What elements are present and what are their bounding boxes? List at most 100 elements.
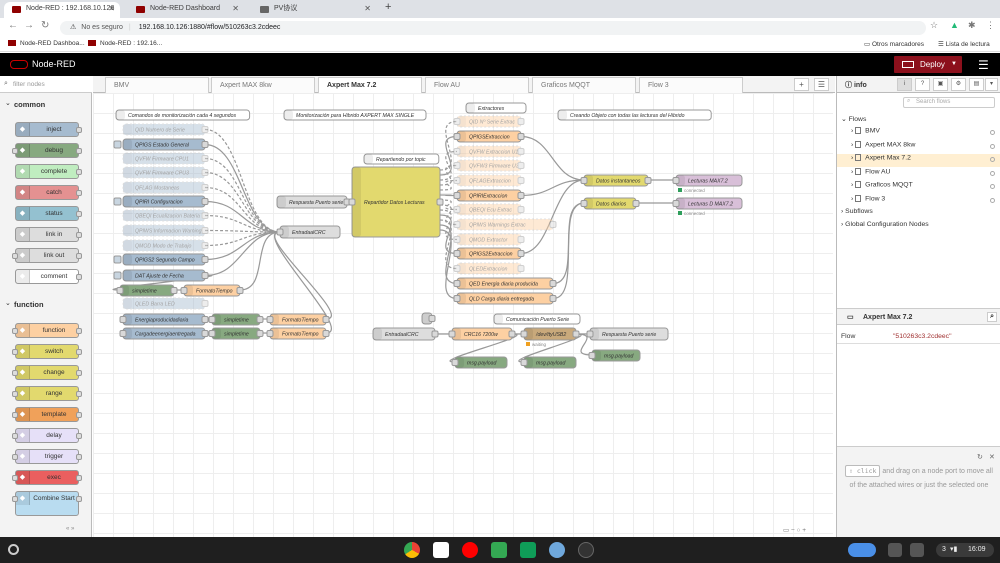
debug-node[interactable]: msg.payload bbox=[520, 356, 577, 369]
extractor-function-node-body[interactable] bbox=[456, 262, 522, 275]
input-port[interactable] bbox=[119, 316, 127, 323]
extractor-function-node[interactable]: QVFW3 Firmware U3 bbox=[453, 159, 525, 172]
output-port[interactable] bbox=[201, 316, 209, 323]
wire[interactable] bbox=[449, 333, 518, 363]
output-port[interactable] bbox=[201, 155, 209, 162]
palette-node-exec[interactable]: ◆exec bbox=[12, 470, 82, 485]
input-port[interactable] bbox=[266, 330, 274, 337]
palette-node-link-in[interactable]: ◆link in bbox=[15, 227, 82, 242]
output-port[interactable] bbox=[517, 148, 525, 155]
wire[interactable] bbox=[204, 200, 281, 233]
tree-subflows[interactable]: › Subflows bbox=[841, 208, 873, 215]
weather-icon[interactable] bbox=[549, 542, 565, 558]
tree-global-config[interactable]: › Global Configuration Nodes bbox=[841, 221, 929, 228]
tree-flow-item[interactable]: › Axpert MAX 8kw bbox=[837, 140, 1000, 154]
output-port[interactable] bbox=[201, 141, 209, 148]
extractor-function-node-body[interactable] bbox=[456, 203, 522, 216]
tree-flow-item[interactable]: › Axpert Max 7.2 bbox=[837, 154, 1000, 167]
deploy-button[interactable]: Deploy ▼ bbox=[894, 56, 962, 73]
comment-node-body[interactable] bbox=[493, 313, 581, 325]
output-port[interactable] bbox=[322, 330, 330, 337]
palette-node-switch[interactable]: ◆switch bbox=[12, 344, 82, 359]
wire[interactable] bbox=[520, 135, 585, 181]
input-port[interactable] bbox=[672, 177, 680, 184]
extractor-function-node[interactable]: QFLAGExtraccion bbox=[453, 174, 525, 187]
input-port[interactable] bbox=[208, 330, 216, 337]
input-port[interactable] bbox=[453, 177, 461, 184]
extractor-function-node[interactable]: QMOD Extractor bbox=[453, 233, 525, 246]
extractor-function-node[interactable]: QVFW Extraccion U1 bbox=[453, 145, 525, 158]
inject-node-body[interactable] bbox=[122, 209, 206, 222]
wire[interactable] bbox=[439, 135, 458, 176]
comment-node-body[interactable] bbox=[363, 153, 440, 165]
phone-hub-icon[interactable] bbox=[910, 543, 924, 557]
extractor-function-node[interactable]: QPIWS Warnings Extrac bbox=[453, 218, 557, 231]
change-node[interactable]: Datos diarios bbox=[580, 197, 640, 210]
palette-node-comment[interactable]: ◆comment bbox=[15, 269, 82, 284]
comment-node-body[interactable] bbox=[557, 109, 712, 121]
output-port[interactable] bbox=[256, 330, 264, 337]
gmail-icon[interactable] bbox=[433, 542, 449, 558]
input-port[interactable] bbox=[453, 250, 461, 257]
forward-icon[interactable]: → bbox=[24, 20, 34, 31]
palette-node-debug[interactable]: ◆debug bbox=[12, 143, 82, 158]
output-port[interactable] bbox=[549, 295, 557, 302]
input-port[interactable] bbox=[116, 287, 124, 294]
extractor-function-node-body[interactable] bbox=[456, 174, 522, 187]
comment-node-body[interactable] bbox=[465, 102, 527, 114]
link-in-node[interactable]: Respuesta Puerto serie bbox=[276, 195, 351, 209]
inject-node-body[interactable] bbox=[122, 224, 206, 237]
extractor-function-node[interactable]: QPIGS2Extraccion bbox=[453, 247, 525, 260]
output-port[interactable] bbox=[517, 133, 525, 140]
wire[interactable] bbox=[439, 194, 458, 197]
wire[interactable] bbox=[274, 231, 332, 320]
input-port[interactable] bbox=[453, 192, 461, 199]
drive-extension-icon[interactable]: ▲ bbox=[950, 20, 959, 30]
inject-node[interactable]: QPIWS Informacion Warnings bbox=[122, 224, 209, 237]
output-port[interactable] bbox=[517, 206, 525, 213]
wire[interactable] bbox=[204, 143, 281, 233]
wire[interactable] bbox=[518, 333, 582, 363]
input-port[interactable] bbox=[453, 280, 461, 287]
config-tab-button[interactable]: ▣ bbox=[933, 78, 948, 91]
function-formato-node[interactable]: FormatoTiempo bbox=[180, 284, 244, 297]
extractor-function-node[interactable]: QLEDExtraccion bbox=[453, 262, 525, 275]
output-port[interactable] bbox=[322, 316, 330, 323]
output-port[interactable] bbox=[201, 169, 209, 176]
wire[interactable] bbox=[439, 199, 458, 211]
palette-node-delay[interactable]: ◆delay bbox=[12, 428, 82, 443]
comment-node[interactable]: Extractores bbox=[465, 102, 527, 114]
back-icon[interactable]: ← bbox=[8, 20, 18, 31]
wire[interactable] bbox=[439, 209, 458, 241]
wire[interactable] bbox=[204, 186, 281, 233]
reload-icon[interactable]: ↻ bbox=[41, 20, 50, 31]
change-node[interactable]: Datos instantaneos bbox=[580, 174, 652, 187]
extractor-function-node-body[interactable] bbox=[456, 145, 522, 158]
inject-node-body[interactable] bbox=[122, 152, 206, 165]
debug-node[interactable]: msg.payload bbox=[588, 349, 641, 362]
comment-node[interactable]: Repartiendo por topic bbox=[363, 153, 440, 165]
wire[interactable] bbox=[575, 333, 593, 356]
function-formato-node[interactable]: FormatoTiempo bbox=[266, 327, 330, 340]
simpletime-node[interactable]: simpletime bbox=[208, 313, 264, 326]
browser-tab-nodered[interactable]: Node-RED : 192.168.10.126 ✕ bbox=[4, 2, 120, 18]
terminal-icon[interactable] bbox=[578, 542, 594, 558]
switch-node[interactable]: Repartidor Datos Lecturas bbox=[348, 166, 444, 238]
inject-node-body[interactable] bbox=[122, 166, 206, 179]
extractor-function-node[interactable]: QBEQI Ecu Extrac bbox=[453, 203, 525, 216]
close-icon[interactable]: ✕ bbox=[989, 454, 995, 461]
warning-icon[interactable]: ⚠ bbox=[70, 24, 77, 31]
output-port[interactable] bbox=[201, 198, 209, 205]
browser-tab-dashboard[interactable]: Node-RED Dashboard ✕ bbox=[128, 2, 244, 18]
close-tab-icon[interactable]: ✕ bbox=[108, 4, 115, 13]
input-port[interactable] bbox=[266, 316, 274, 323]
output-port[interactable] bbox=[236, 287, 244, 294]
gear-icon[interactable]: ⚙ bbox=[951, 78, 966, 91]
comment-node[interactable]: Comunicación Puerto Serie bbox=[493, 313, 581, 325]
comment-node[interactable]: Creando Objeto con todas las lecturas de… bbox=[557, 109, 712, 121]
input-port[interactable] bbox=[453, 236, 461, 243]
palette-node-change[interactable]: ◆change bbox=[12, 365, 82, 380]
tab-bmv[interactable]: BMV bbox=[105, 77, 209, 93]
extractor-function-node[interactable]: QLD Carga diaria entregada bbox=[453, 292, 557, 305]
